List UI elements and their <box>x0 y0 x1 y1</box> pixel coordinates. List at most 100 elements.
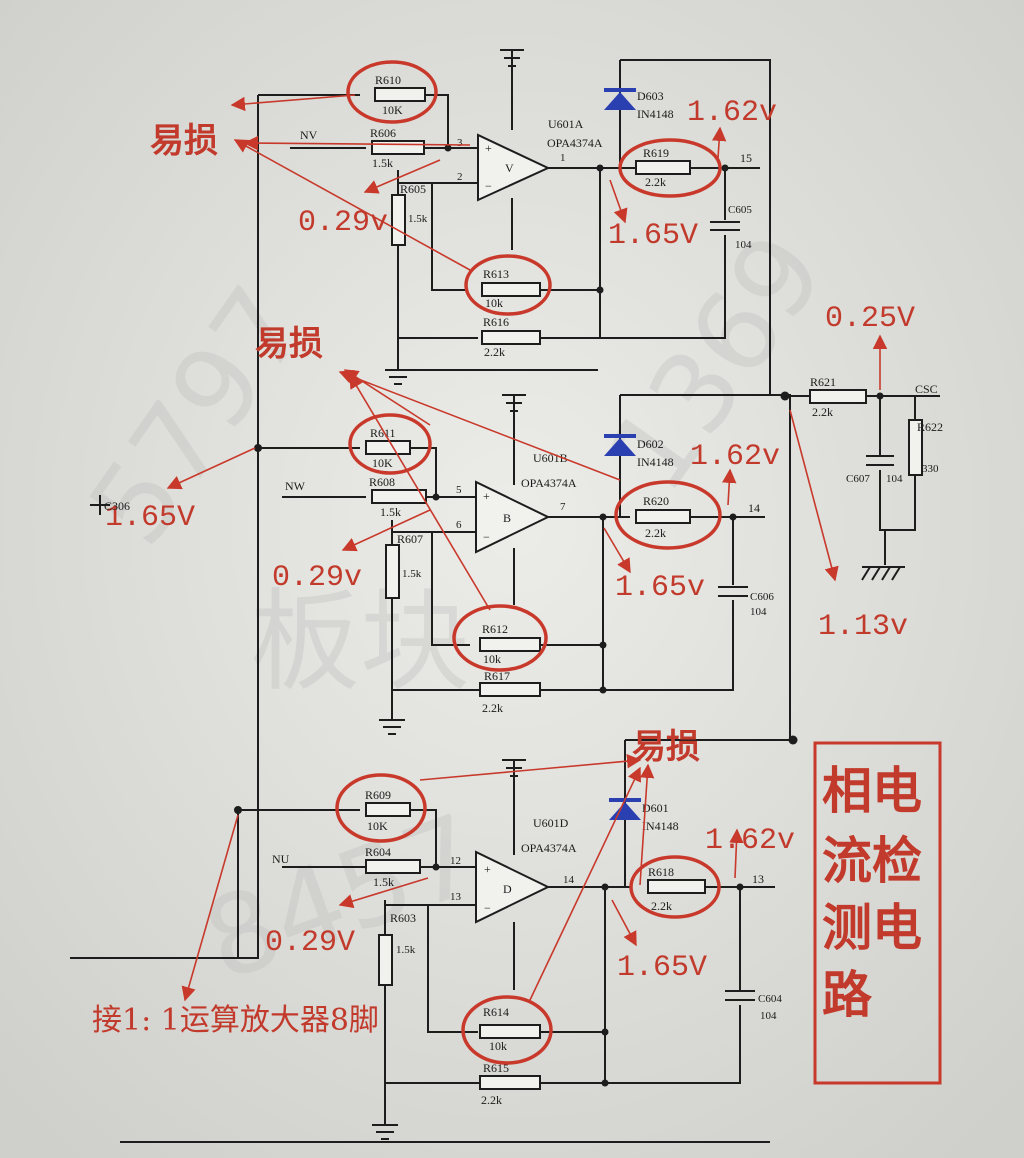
title-line-1: 相电 <box>822 762 922 820</box>
svg-text:R614: R614 <box>483 1005 509 1019</box>
svg-text:R609: R609 <box>365 788 391 802</box>
svg-text:R616: R616 <box>483 315 509 329</box>
svg-text:R607: R607 <box>397 532 423 546</box>
svg-text:12: 12 <box>450 855 461 867</box>
svg-text:13: 13 <box>450 891 462 903</box>
title-line-4: 路 <box>822 966 873 1024</box>
svg-text:R603: R603 <box>390 911 416 925</box>
svg-text:13: 13 <box>752 872 764 886</box>
svg-text:2.2k: 2.2k <box>645 526 666 540</box>
svg-text:R621: R621 <box>810 375 836 389</box>
svg-text:−: − <box>485 179 492 193</box>
voltage-in-3: 0.29V <box>265 926 355 960</box>
resistor-r605 <box>391 194 406 246</box>
svg-text:OPA4374A: OPA4374A <box>521 841 577 855</box>
fragile-label-2: 易损 <box>255 324 323 364</box>
svg-text:+: + <box>483 489 490 503</box>
fragile-label-3: 易损 <box>632 727 700 767</box>
svg-text:10K: 10K <box>367 819 388 833</box>
svg-text:R612: R612 <box>482 622 508 636</box>
resistor-r610 <box>374 87 426 102</box>
svg-text:D: D <box>503 882 512 896</box>
svg-text:IN4148: IN4148 <box>637 455 674 469</box>
resistor-r614 <box>479 1024 541 1039</box>
resistor-r621 <box>809 389 867 404</box>
net-nv: NV <box>300 128 318 142</box>
svg-text:C607: C607 <box>846 473 870 485</box>
svg-text:2: 2 <box>457 171 463 183</box>
resistor-r604 <box>365 859 421 874</box>
svg-text:1.5k: 1.5k <box>373 875 394 889</box>
svg-text:1.5k: 1.5k <box>372 156 393 170</box>
svg-text:10k: 10k <box>485 296 503 310</box>
svg-text:2.2k: 2.2k <box>484 345 505 359</box>
opamp-u601d <box>475 850 551 924</box>
voltage-out-1: 1.65V <box>608 219 698 253</box>
resistor-r607 <box>385 544 400 599</box>
svg-text:R606: R606 <box>370 126 396 140</box>
voltage-d601: 1.62v <box>705 824 795 858</box>
svg-text:7: 7 <box>560 501 566 513</box>
svg-text:1: 1 <box>560 152 566 164</box>
resistor-r620 <box>635 509 691 524</box>
resistor-r618 <box>647 879 706 894</box>
opamp-ref-u601a: U601A <box>548 117 584 131</box>
resistor-r616 <box>481 330 541 345</box>
svg-text:1.5k: 1.5k <box>396 944 416 956</box>
opamp-u601a <box>477 133 551 202</box>
svg-text:3: 3 <box>457 137 463 149</box>
svg-text:R620: R620 <box>643 494 669 508</box>
title-line-3: 测电 <box>822 899 922 957</box>
svg-text:+: + <box>484 862 491 876</box>
global-wiring <box>70 59 798 1143</box>
svg-text:C605: C605 <box>728 204 752 216</box>
voltage-labels: 易损 易损 易损 1.62v 1.65V 0.29v 1.62v 1.65v 0… <box>92 96 915 1038</box>
svg-text:IN4148: IN4148 <box>637 107 674 121</box>
voltage-node: 1.13v <box>818 610 908 644</box>
voltage-out-3: 1.65V <box>617 951 707 985</box>
diode-d602 <box>604 438 636 456</box>
svg-text:14: 14 <box>563 874 575 886</box>
svg-text:OPA4374A: OPA4374A <box>521 476 577 490</box>
resistor-r613 <box>481 282 541 297</box>
voltage-csc: 0.25V <box>825 302 915 336</box>
svg-text:2.2k: 2.2k <box>812 405 833 419</box>
svg-text:IN4148: IN4148 <box>642 819 679 833</box>
svg-text:1.5k: 1.5k <box>408 213 428 225</box>
csc-network: R621 2.2k R622 330 C607 104 CSC <box>785 375 943 581</box>
svg-text:R604: R604 <box>365 845 391 859</box>
resistor-r609 <box>365 802 411 817</box>
svg-text:D602: D602 <box>637 437 664 451</box>
capacitor-c606 <box>718 586 748 597</box>
voltage-d603: 1.62v <box>687 96 777 130</box>
svg-text:10k: 10k <box>483 652 501 666</box>
voltage-left: 1.65V <box>105 501 195 535</box>
annotation-arrows <box>166 94 888 1002</box>
stage-u601d: + − D 12 13 14 U601D OPA4374A R609 10K R… <box>238 740 782 1140</box>
stage-u601a: + − V 3 2 1 U601A OPA4374A R610 10K R606… <box>258 49 760 385</box>
diode-d603 <box>604 92 636 110</box>
svg-text:1.5k: 1.5k <box>402 568 422 580</box>
svg-text:R611: R611 <box>370 426 396 440</box>
resistor-r615 <box>479 1075 541 1090</box>
connect-note: 接1: 1运算放大器8脚 <box>92 1003 379 1038</box>
svg-text:−: − <box>484 901 491 915</box>
svg-text:15: 15 <box>740 151 752 165</box>
svg-text:104: 104 <box>735 239 752 251</box>
label-c306: C306 <box>104 499 130 513</box>
voltage-d602: 1.62v <box>690 440 780 474</box>
svg-text:6: 6 <box>456 519 462 531</box>
svg-text:−: − <box>483 530 490 544</box>
resistor-r611 <box>365 440 411 455</box>
svg-text:104: 104 <box>760 1010 777 1022</box>
net-csc: CSC <box>915 382 938 396</box>
svg-text:104: 104 <box>886 473 903 485</box>
svg-text:10K: 10K <box>382 103 403 117</box>
svg-text:1.5k: 1.5k <box>380 505 401 519</box>
svg-text:R608: R608 <box>369 475 395 489</box>
svg-text:2.2k: 2.2k <box>481 1093 502 1107</box>
svg-text:R610: R610 <box>375 73 401 87</box>
